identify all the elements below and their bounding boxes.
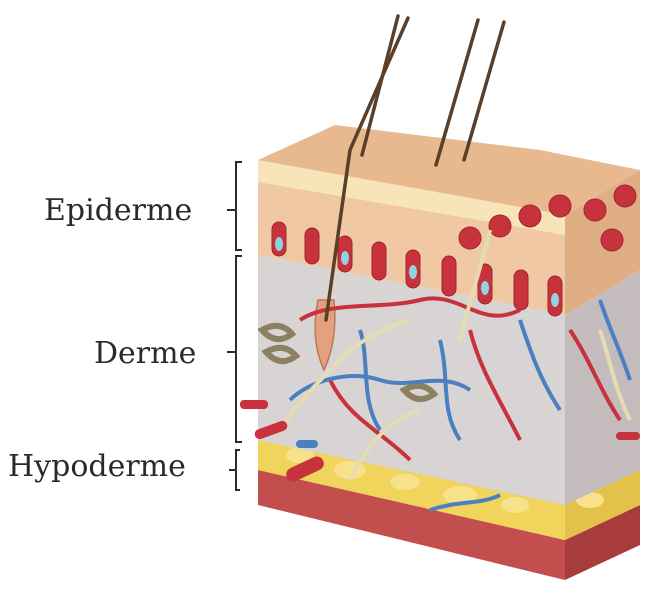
dermis-bracket bbox=[227, 256, 242, 442]
epidermis-bracket bbox=[227, 162, 242, 250]
hypodermis-bracket bbox=[229, 450, 240, 490]
